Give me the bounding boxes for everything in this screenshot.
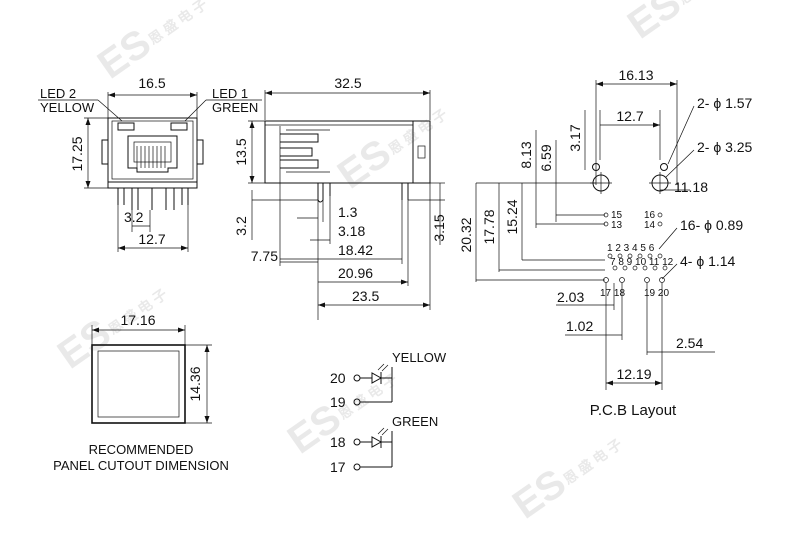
pcb-dim-8-13: 8.13	[518, 141, 534, 168]
green-led-label: GREEN	[392, 414, 438, 429]
cutout-outline	[91, 344, 186, 424]
watermark-text: 恩 盛 电 子	[385, 106, 450, 158]
watermark-text: 恩 盛 电 子	[145, 0, 210, 48]
front-width-dim: 16.5	[138, 75, 165, 91]
pin-label-16: 16	[644, 210, 656, 221]
yellow-led-icon	[371, 372, 383, 384]
hole-callout-3-25: 2- ϕ 3.25	[697, 139, 753, 155]
front-pin-offset-dim: 3.2	[124, 209, 144, 225]
pcb-dim-12-19: 12.19	[616, 366, 651, 382]
pin-18-label: 18	[330, 434, 346, 450]
side-view: 32.5 13.5 3.2 1.3	[233, 75, 447, 320]
pcb-layout: 16.13 12.7 2- ϕ 1.57 2- ϕ 3.25 11.18 3.1…	[458, 67, 753, 419]
watermark-text: 恩 盛 电 子	[560, 436, 625, 488]
pin-label-13: 13	[611, 220, 623, 231]
pcb-dim-2-03: 2.03	[557, 289, 584, 305]
pcb-layout-title: P.C.B Layout	[590, 402, 677, 419]
cutout-caption-2: PANEL CUTOUT DIMENSION	[53, 458, 229, 473]
watermark-logo: ES	[330, 131, 399, 198]
side-dim-3-2: 3.2	[233, 216, 249, 236]
panel-cutout: 17.16 14.36 RECOMMENDED PANEL CUTOUT DIM…	[53, 312, 229, 473]
watermark-logo: ES	[505, 461, 574, 528]
pins-17-18: 17 18	[600, 288, 625, 299]
pins-19-20: 19 20	[644, 288, 669, 299]
led2-color-label: YELLOW	[40, 100, 95, 115]
side-dim-20-96: 20.96	[338, 265, 373, 281]
cutout-height-dim: 14.36	[187, 366, 203, 401]
pin-17-label: 17	[330, 459, 346, 475]
pin-19-label: 19	[330, 394, 346, 410]
side-dim-23-5: 23.5	[352, 288, 379, 304]
hole-callout-1-14: 4- ϕ 1.14	[680, 253, 736, 269]
pcb-dim-2-54: 2.54	[676, 335, 703, 351]
pcb-dim-3-17: 3.17	[567, 124, 583, 151]
hole-callout-1-57: 2- ϕ 1.57	[697, 95, 753, 111]
watermark-logo: ES	[50, 311, 119, 378]
yellow-led-label: YELLOW	[392, 350, 447, 365]
pcb-dim-16-13: 16.13	[618, 67, 653, 83]
front-height-dim: 17.25	[69, 136, 85, 171]
pcb-dim-20-32: 20.32	[458, 217, 474, 252]
pin-20-label: 20	[330, 370, 346, 386]
green-led-icon	[371, 436, 383, 448]
side-dim-1-3: 1.3	[338, 204, 358, 220]
pcb-dim-11-18: 11.18	[674, 179, 708, 195]
watermark-logo: ES	[620, 0, 689, 47]
front-view: 16.5 LED 2 YELLOW LED 1 GREEN	[38, 75, 262, 252]
side-dim-3-15: 3.15	[431, 214, 447, 241]
pcb-dim-15-24: 15.24	[504, 199, 520, 234]
pins-top-row: 1 2 3 4 5 6	[607, 243, 655, 254]
hole-1-57	[660, 163, 668, 171]
front-pin-span-dim: 12.7	[138, 231, 165, 247]
pcb-dim-6-59: 6.59	[538, 144, 554, 171]
cutout-caption-1: RECOMMENDED	[89, 442, 194, 457]
side-dim-3-18: 3.18	[338, 223, 365, 239]
led1-color-label: GREEN	[212, 100, 258, 115]
watermark-text: 恩 盛 电 子	[675, 0, 740, 8]
side-dim-18-42: 18.42	[338, 242, 373, 258]
pcb-dim-1-02: 1.02	[566, 318, 593, 334]
cutout-width-dim: 17.16	[120, 312, 155, 328]
hole-callout-0-89: 16- ϕ 0.89	[680, 217, 743, 233]
side-length-dim: 32.5	[334, 75, 361, 91]
side-height-dim: 13.5	[233, 138, 249, 165]
pins-bottom-row: 7 8 9 10 11 12	[610, 257, 674, 268]
led1-label: LED 1	[212, 86, 248, 101]
pin-label-15: 15	[611, 210, 623, 221]
hole-1-57	[592, 163, 600, 171]
pcb-dim-12-7: 12.7	[616, 108, 643, 124]
pcb-dim-17-78: 17.78	[481, 209, 497, 244]
pin-label-14: 14	[644, 220, 656, 231]
led2-label: LED 2	[40, 86, 76, 101]
led-schematic: YELLOW 20 19 GREEN 18 17	[330, 350, 447, 475]
side-dim-7-75: 7.75	[251, 248, 278, 264]
